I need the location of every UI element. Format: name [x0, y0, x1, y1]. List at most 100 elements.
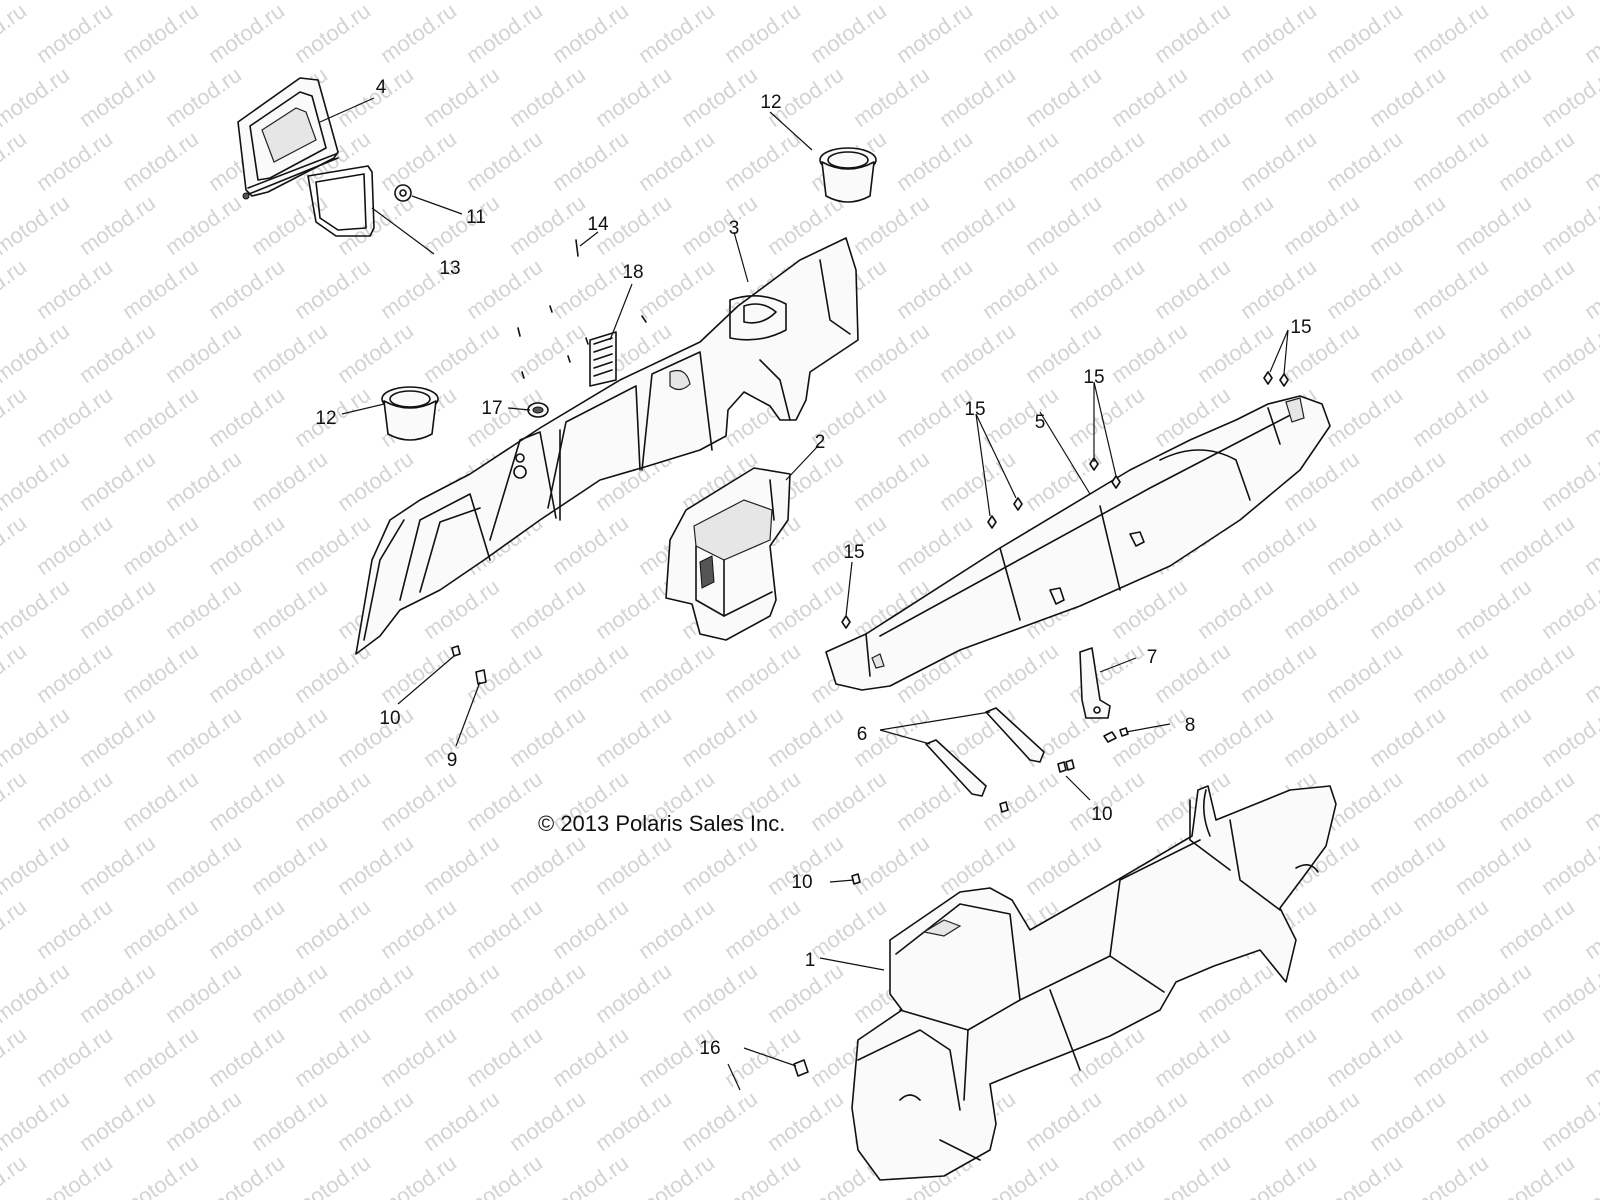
watermark-text: motod.ru — [1537, 62, 1600, 132]
watermark-text: motod.ru — [204, 382, 289, 452]
watermark-text: motod.ru — [419, 318, 504, 388]
watermark-text: motod.ru — [505, 574, 590, 644]
watermark-text: motod.ru — [419, 702, 504, 772]
watermark-text: motod.ru — [32, 638, 117, 708]
watermark-text: motod.ru — [1322, 382, 1407, 452]
watermark-text: motod.ru — [505, 0, 590, 4]
watermark-text: motod.ru — [161, 446, 246, 516]
watermark-text: motod.ru — [1279, 702, 1364, 772]
watermark-text: motod.ru — [634, 126, 719, 196]
watermark-text: motod.ru — [1580, 510, 1600, 580]
watermark-text: motod.ru — [161, 1086, 246, 1156]
watermark-text: motod.ru — [1580, 382, 1600, 452]
callouts: 4 12 11 13 14 18 3 12 17 2 15 15 15 5 15… — [315, 77, 1311, 1059]
watermark-text: motod.ru — [1064, 638, 1149, 708]
watermark-text: motod.ru — [1408, 510, 1493, 580]
callout-1: 1 — [805, 950, 816, 971]
part-14-fasteners — [517, 239, 647, 379]
watermark-text: motod.ru — [32, 382, 117, 452]
watermark-text: motod.ru — [634, 638, 719, 708]
watermark-text: motod.ru — [0, 318, 74, 388]
watermark-text: motod.ru — [1107, 318, 1192, 388]
watermark-text: motod.ru — [505, 830, 590, 900]
watermark-text: motod.ru — [806, 766, 891, 836]
watermark-text: motod.ru — [0, 510, 31, 580]
watermark-text: motod.ru — [1408, 638, 1493, 708]
callout-17: 17 — [481, 398, 502, 419]
watermark-text: motod.ru — [1322, 638, 1407, 708]
watermark-text: motod.ru — [1279, 958, 1364, 1028]
watermark-text: motod.ru — [849, 0, 934, 4]
watermark-text: motod.ru — [419, 830, 504, 900]
watermark-text: motod.ru — [634, 894, 719, 964]
watermark-text: motod.ru — [1322, 0, 1407, 68]
watermark-text: motod.ru — [1537, 574, 1600, 644]
watermark-text: motod.ru — [892, 126, 977, 196]
watermark-text: motod.ru — [720, 1022, 805, 1092]
watermark-text: motod.ru — [1064, 0, 1149, 68]
watermark-text: motod.ru — [978, 1150, 1063, 1200]
watermark-text: motod.ru — [548, 1150, 633, 1200]
watermark-text: motod.ru — [1107, 702, 1192, 772]
watermark-text: motod.ru — [75, 1086, 160, 1156]
watermark-text: motod.ru — [1537, 446, 1600, 516]
watermark-text: motod.ru — [118, 0, 203, 68]
copyright-notice: © 2013 Polaris Sales Inc. — [538, 811, 785, 836]
watermark-text: motod.ru — [1279, 62, 1364, 132]
watermark-text: motod.ru — [1107, 190, 1192, 260]
watermark-text: motod.ru — [462, 1150, 547, 1200]
watermark-text: motod.ru — [204, 1022, 289, 1092]
watermark-text: motod.ru — [75, 62, 160, 132]
watermark-text: motod.ru — [290, 0, 375, 68]
watermark-text: motod.ru — [32, 1150, 117, 1200]
watermark-text: motod.ru — [333, 318, 418, 388]
watermark-text: motod.ru — [1150, 1150, 1235, 1200]
watermark-text: motod.ru — [1365, 702, 1450, 772]
watermark-text: motod.ru — [161, 318, 246, 388]
watermark-text: motod.ru — [677, 1086, 762, 1156]
watermark-text: motod.ru — [892, 510, 977, 580]
callout-8: 9 — [447, 750, 458, 771]
watermark-text: motod.ru — [634, 254, 719, 324]
watermark-text: motod.ru — [0, 1150, 31, 1200]
watermark-text: motod.ru — [1150, 126, 1235, 196]
watermark-text: motod.ru — [32, 126, 117, 196]
watermark-text: motod.ru — [1580, 126, 1600, 196]
watermark-text: motod.ru — [118, 1022, 203, 1092]
watermark-text: motod.ru — [720, 1150, 805, 1200]
watermark-text: motod.ru — [806, 0, 891, 68]
watermark-text: motod.ru — [462, 766, 547, 836]
watermark-text: motod.ru — [75, 190, 160, 260]
watermark-text: motod.ru — [161, 702, 246, 772]
watermark-text: motod.ru — [1580, 254, 1600, 324]
watermark-text: motod.ru — [1451, 1086, 1536, 1156]
watermark-text: motod.ru — [376, 894, 461, 964]
watermark-text: motod.ru — [1537, 190, 1600, 260]
watermark-text: motod.ru — [1408, 0, 1493, 68]
watermark-text: motod.ru — [0, 1086, 74, 1156]
watermark-text: motod.ru — [1236, 254, 1321, 324]
watermark-text: motod.ru — [0, 254, 31, 324]
watermark-text: motod.ru — [548, 0, 633, 68]
watermark-text: motod.ru — [1494, 126, 1579, 196]
watermark-text: motod.ru — [505, 702, 590, 772]
watermark-text: motod.ru — [720, 894, 805, 964]
watermark-text: motod.ru — [1193, 702, 1278, 772]
watermark-text: motod.ru — [763, 574, 848, 644]
watermark-text: motod.ru — [247, 446, 332, 516]
watermark-text: motod.ru — [161, 62, 246, 132]
watermark-text: motod.ru — [75, 446, 160, 516]
watermark-text: motod.ru — [1021, 1086, 1106, 1156]
watermark-text: motod.ru — [591, 0, 676, 4]
watermark-text: motod.ru — [1494, 382, 1579, 452]
watermark-text: motod.ru — [935, 318, 1020, 388]
watermark-text: motod.ru — [1064, 766, 1149, 836]
watermark-text: motod.ru — [591, 574, 676, 644]
watermark-text: motod.ru — [1451, 62, 1536, 132]
watermark-text: motod.ru — [333, 958, 418, 1028]
watermark-text: motod.ru — [0, 0, 31, 68]
watermark-text: motod.ru — [1193, 62, 1278, 132]
watermark-text: motod.ru — [720, 126, 805, 196]
watermark-text: motod.ru — [978, 382, 1063, 452]
